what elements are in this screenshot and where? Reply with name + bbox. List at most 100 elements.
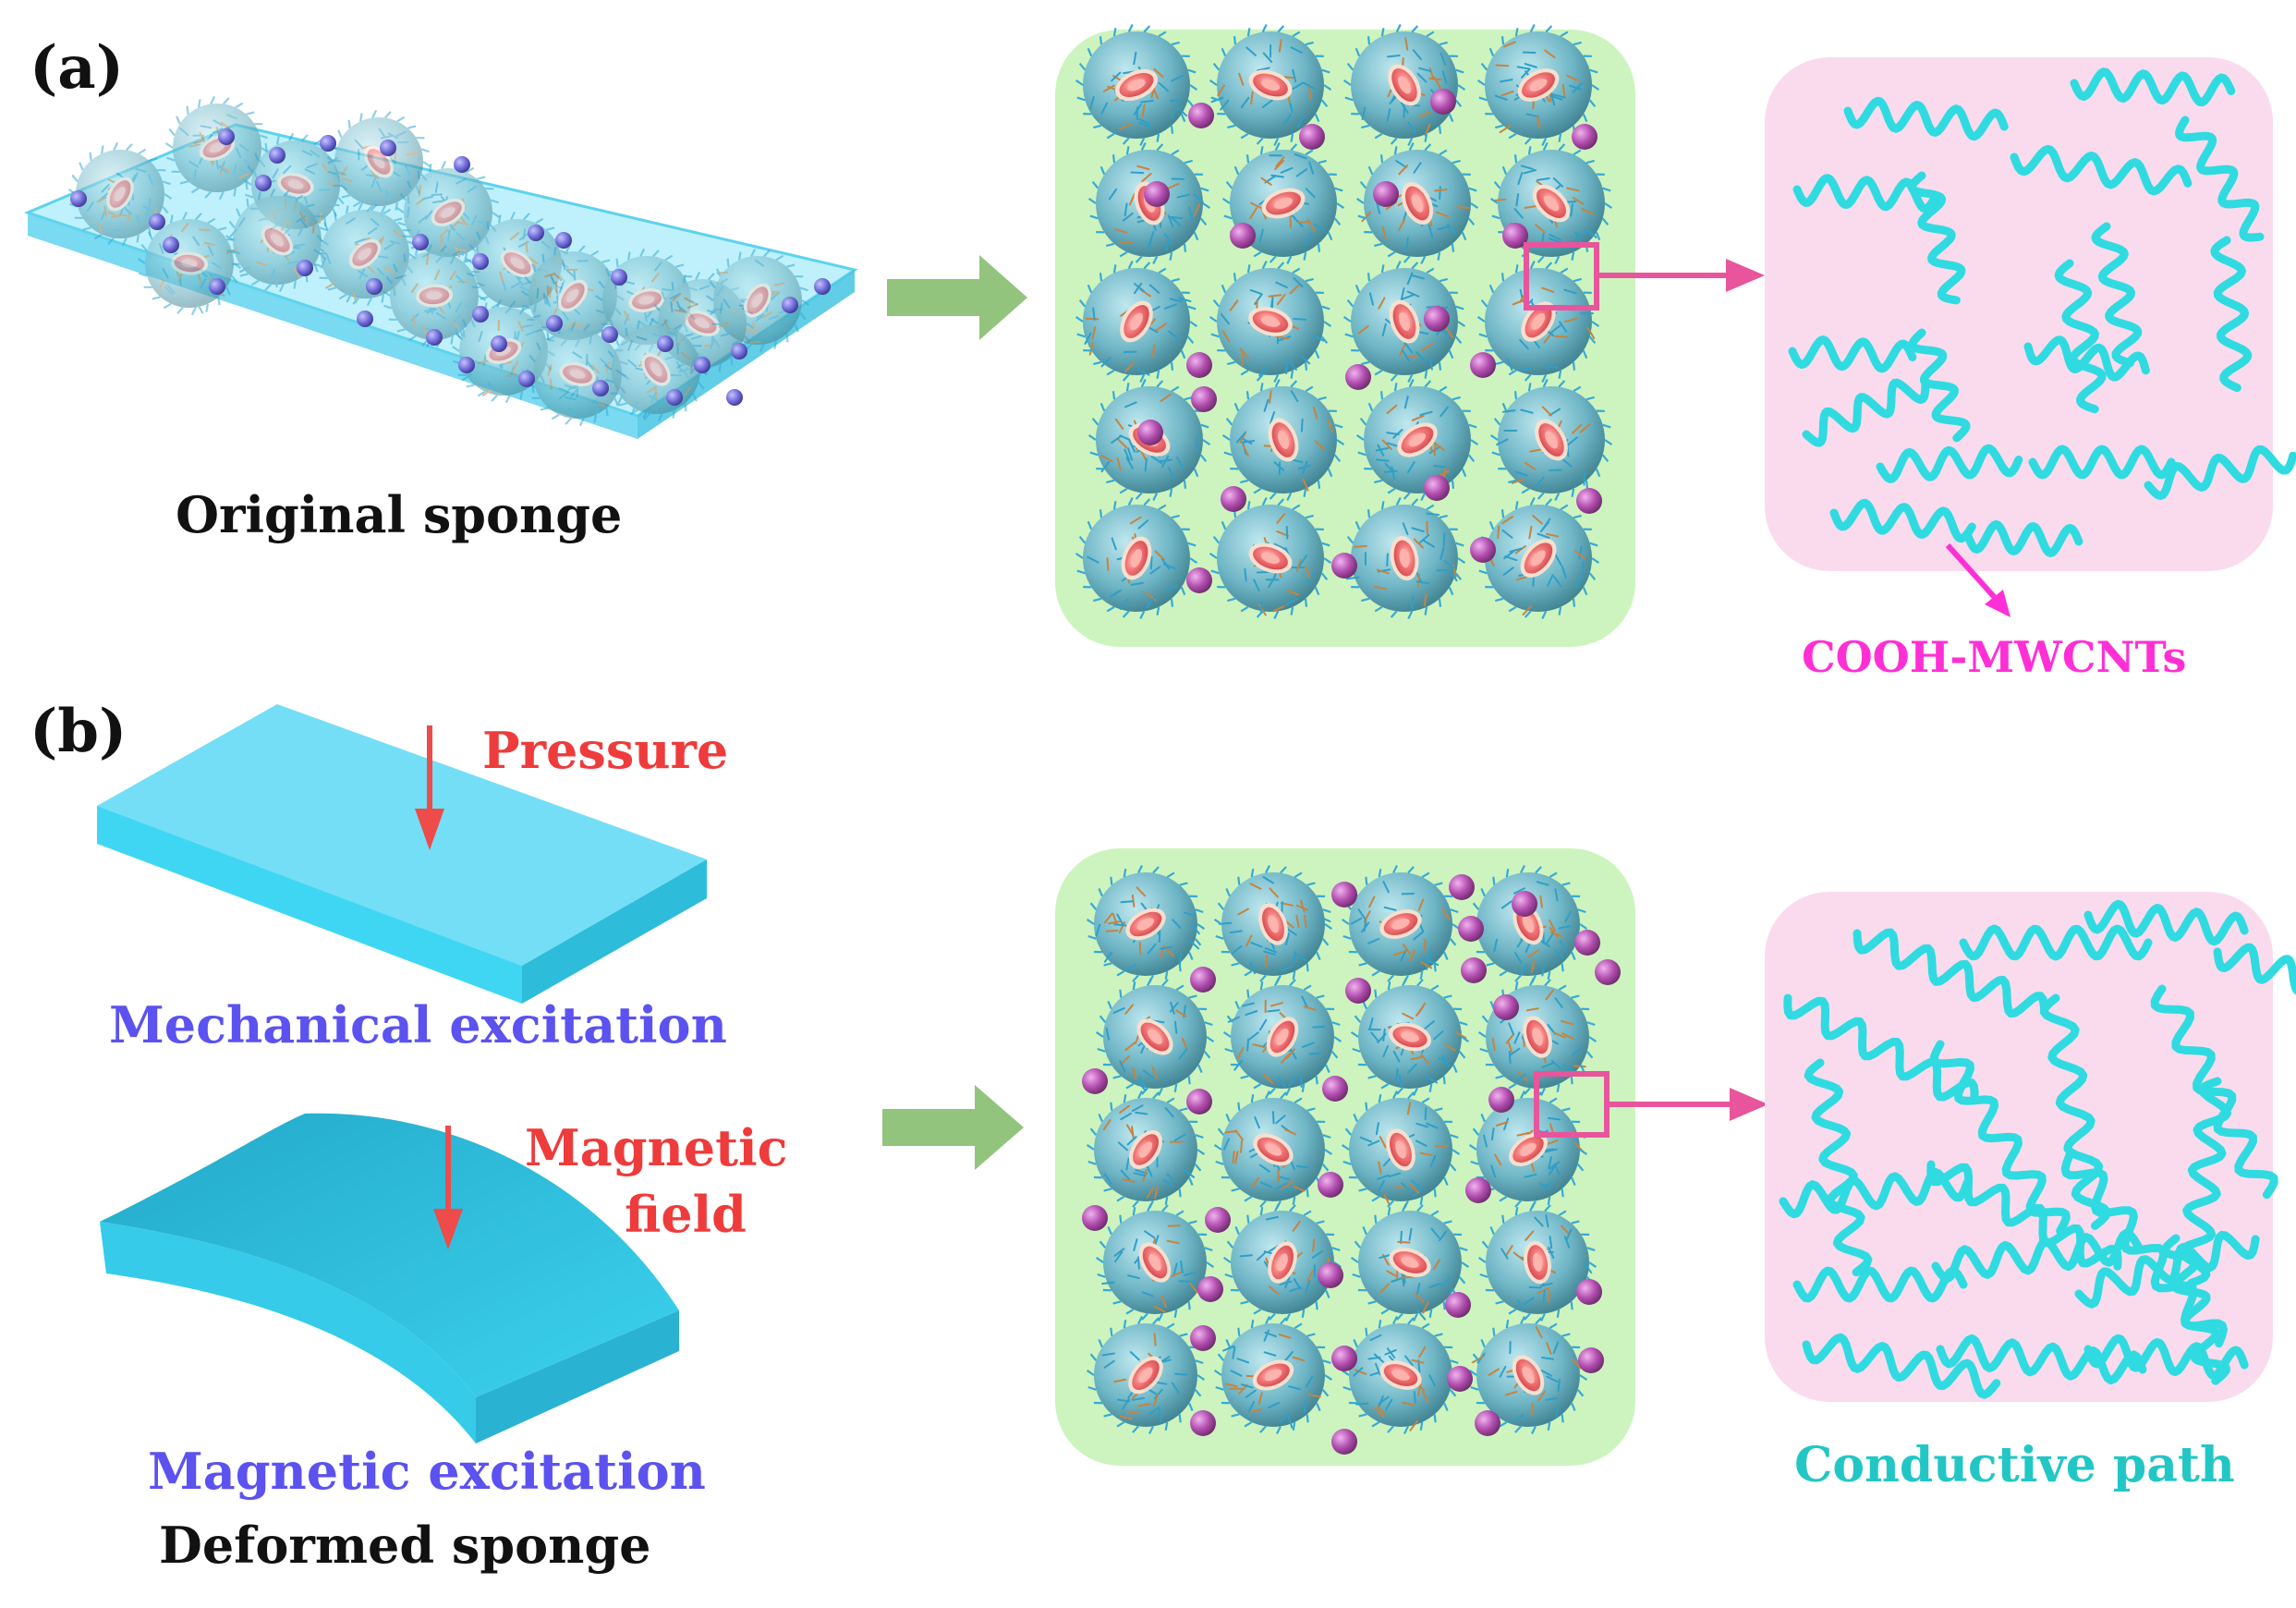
microstructure-panel-b: [1055, 848, 1635, 1466]
magnetic-bead: [357, 311, 373, 327]
magnetic-bead: [1188, 103, 1214, 128]
magnetic-bead: [1424, 306, 1450, 332]
magnetic-bead: [1470, 537, 1496, 563]
cooh-mwcnts-label: COOH-MWCNTs: [1802, 636, 2186, 678]
magnetic-bead: [269, 147, 285, 164]
magnetic-bead: [320, 135, 336, 152]
magnetic-bead: [472, 306, 489, 323]
magnetic-bead: [601, 326, 618, 343]
magnetic-bead: [546, 315, 563, 332]
deformed-sponge-caption: Deformed sponge: [159, 1520, 651, 1570]
magnetic-bead: [1345, 978, 1371, 1004]
magnetic-bead: [666, 389, 683, 406]
magnetic-bead: [1574, 930, 1600, 956]
panel-label-b: (b): [30, 702, 127, 761]
nanotube-panel-b: [1765, 892, 2296, 1402]
magnetic-bead: [209, 278, 225, 295]
magnetic-bead: [1331, 1346, 1357, 1371]
magnetic-bead: [1318, 1172, 1343, 1198]
magnetic-bead: [1318, 1262, 1343, 1288]
magnetic-bead: [472, 253, 489, 270]
original-sponge-slab: [28, 96, 855, 439]
magnetic-bead: [1331, 553, 1357, 579]
magnetic-bead: [1576, 488, 1602, 514]
magnetic-bead: [592, 380, 609, 396]
magnetic-bead: [218, 128, 235, 145]
magnetic-bead: [426, 329, 443, 346]
magnetic-bead: [694, 357, 711, 373]
mechanical-excitation-caption: Mechanical excitation: [109, 1000, 727, 1050]
process-arrow-a: [887, 255, 1027, 340]
magnetic-bead: [1488, 1087, 1514, 1113]
magnetic-field-label-line2: field: [625, 1189, 747, 1239]
magnetic-bead: [528, 225, 544, 241]
magnetic-bead: [555, 232, 572, 249]
magnetic-bead: [657, 335, 674, 352]
magnetic-bead: [1572, 124, 1597, 150]
magnetic-bead: [1475, 1410, 1500, 1436]
magnetic-bead: [1186, 1089, 1212, 1115]
magnetic-bead: [1186, 567, 1212, 593]
pressure-label: Pressure: [482, 725, 728, 775]
magnetic-bead: [297, 260, 313, 276]
magnetic-bead: [458, 357, 475, 373]
magnetic-bead: [454, 156, 470, 173]
magnetic-bead: [1197, 1276, 1223, 1302]
nanotube-panel-a: [1765, 57, 2293, 571]
magnetic-bead: [1221, 486, 1246, 512]
magnetic-bead: [163, 237, 179, 253]
magnetic-field-label-line1: Magnetic: [525, 1123, 787, 1173]
magnetic-bead: [1465, 1177, 1491, 1203]
magnetic-bead: [1190, 1410, 1216, 1436]
magnetic-bead: [611, 269, 627, 286]
magnetic-bead: [1470, 352, 1496, 378]
magnetic-bead: [1595, 959, 1621, 985]
magnetic-bead: [1322, 1076, 1348, 1102]
magnetic-bead: [255, 175, 272, 191]
magnetic-bead: [366, 278, 383, 295]
magnetic-bead: [1461, 957, 1487, 983]
original-sponge-caption: Original sponge: [176, 490, 622, 540]
magnetic-bead: [782, 297, 798, 313]
magnetic-bead: [1137, 420, 1163, 445]
magnetic-bead: [1578, 1347, 1604, 1373]
magnetic-bead: [1331, 1429, 1357, 1455]
magnetic-bead: [1345, 364, 1371, 390]
magnetic-bead: [726, 389, 743, 406]
panel-label-a: (a): [30, 39, 124, 98]
magnetic-bead: [1458, 916, 1484, 942]
magnetic-bead: [1445, 1292, 1471, 1318]
magnetic-bead: [1449, 874, 1475, 900]
magnetic-bead: [1191, 386, 1217, 412]
magnetic-bead: [731, 343, 747, 359]
magnetic-bead: [1424, 475, 1450, 501]
process-arrow-b: [882, 1085, 1024, 1170]
magnetic-excitation-caption: Magnetic excitation: [148, 1446, 706, 1496]
magnetic-bead: [1512, 891, 1537, 917]
magnetic-bead: [1331, 882, 1357, 908]
magnetic-bead: [491, 335, 507, 352]
magnetic-bead: [70, 190, 87, 207]
magnetic-bead: [1299, 124, 1325, 150]
magnetic-bead: [1430, 89, 1456, 115]
magnetic-bead: [1186, 352, 1212, 378]
magnetic-bead: [1082, 1205, 1108, 1231]
magnetic-bead: [518, 371, 535, 387]
magnetic-bead: [814, 278, 831, 295]
magnetic-bead: [1190, 967, 1216, 993]
magnetic-bead: [1082, 1068, 1108, 1094]
magnetic-bead: [1230, 223, 1256, 249]
magnetic-bead: [1493, 994, 1519, 1020]
microstructure-panel-a: [1055, 25, 1635, 647]
magnetic-bead: [1144, 181, 1170, 207]
magnetic-bead: [380, 140, 396, 156]
conductive-path-caption: Conductive path: [1794, 1442, 2235, 1490]
magnetic-bead: [412, 234, 429, 250]
magnetic-bead: [1576, 1279, 1602, 1305]
magnetic-bead: [1447, 1366, 1473, 1392]
magnetic-bead: [1373, 181, 1399, 207]
magnetic-bead: [1205, 1207, 1231, 1233]
magnetic-bead: [1190, 1325, 1216, 1351]
